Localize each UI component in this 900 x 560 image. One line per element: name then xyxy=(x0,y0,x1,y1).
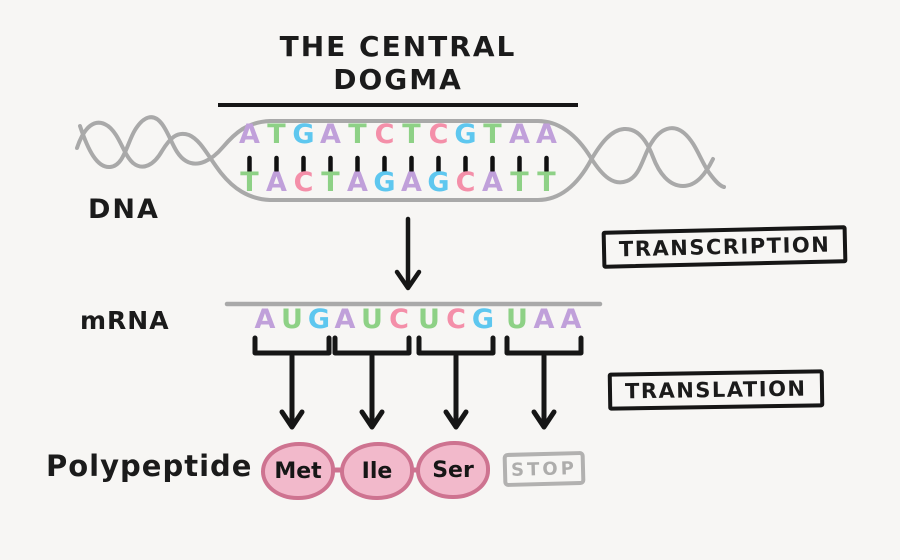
dna-base: T xyxy=(240,167,259,198)
mrna-base: U xyxy=(281,304,303,335)
codon-bracket xyxy=(416,335,496,356)
dna-base: G xyxy=(373,167,396,198)
page-title: THE CENTRAL DOGMA xyxy=(218,30,578,107)
dna-base: T xyxy=(537,167,556,198)
dna-base: A xyxy=(347,167,368,198)
dna-base: G xyxy=(427,167,450,198)
dna-base: A xyxy=(266,167,287,198)
amino-acid-residue: Ile xyxy=(340,442,414,500)
codon-bracket xyxy=(332,335,412,356)
mrna-base: U xyxy=(361,304,383,335)
stop-codon-box: STOP xyxy=(502,450,586,488)
dna-base: A xyxy=(401,167,422,198)
codon-bracket xyxy=(252,335,332,356)
mrna-base: A xyxy=(254,304,276,335)
dna-base: G xyxy=(454,119,477,150)
polypeptide-label: Polypeptide xyxy=(46,449,253,483)
transcription-arrow xyxy=(394,216,422,291)
dna-base: C xyxy=(374,119,395,150)
dna-strand-bottom xyxy=(75,120,715,202)
dna-base: T xyxy=(348,119,367,150)
amino-acid-residue: Ser xyxy=(416,441,490,499)
dna-base: T xyxy=(483,119,502,150)
translation-arrow-head xyxy=(279,409,305,430)
mrna-base: A xyxy=(533,304,555,335)
dna-base: C xyxy=(293,167,314,198)
amino-acid-residue: Met xyxy=(261,442,335,500)
mrna-base: U xyxy=(418,304,440,335)
dna-double-helix xyxy=(75,115,726,202)
dna-base: T xyxy=(267,119,286,150)
codon-brackets-and-arrows xyxy=(252,335,584,430)
dna-base: C xyxy=(455,167,476,198)
mrna-base: G xyxy=(307,304,331,335)
mrna-base: A xyxy=(560,304,582,335)
dna-strand-top xyxy=(78,115,726,189)
translation-arrow-head xyxy=(531,409,557,430)
dna-base: A xyxy=(320,119,341,150)
mrna-base: C xyxy=(446,304,466,335)
mrna-base: G xyxy=(471,304,495,335)
dna-base: A xyxy=(239,119,260,150)
mrna-base: C xyxy=(389,304,409,335)
dna-label: DNA xyxy=(88,194,160,225)
dna-base: G xyxy=(292,119,315,150)
dna-base: A xyxy=(509,119,530,150)
mrna-base: U xyxy=(506,304,528,335)
mrna-base: A xyxy=(334,304,356,335)
translation-arrow-head xyxy=(443,409,469,430)
dna-base: T xyxy=(321,167,340,198)
codon-bracket xyxy=(504,335,584,356)
dna-base: A xyxy=(482,167,503,198)
base-pair-bonds xyxy=(247,155,549,174)
dna-base: A xyxy=(536,119,557,150)
mrna-label: mRNA xyxy=(80,306,170,335)
translation-box: TRANSLATION xyxy=(607,369,824,411)
translation-arrow-head xyxy=(359,409,385,430)
dna-base: T xyxy=(510,167,529,198)
dna-base: T xyxy=(402,119,421,150)
dna-base: C xyxy=(428,119,449,150)
transcription-box: TRANSCRIPTION xyxy=(601,225,848,269)
